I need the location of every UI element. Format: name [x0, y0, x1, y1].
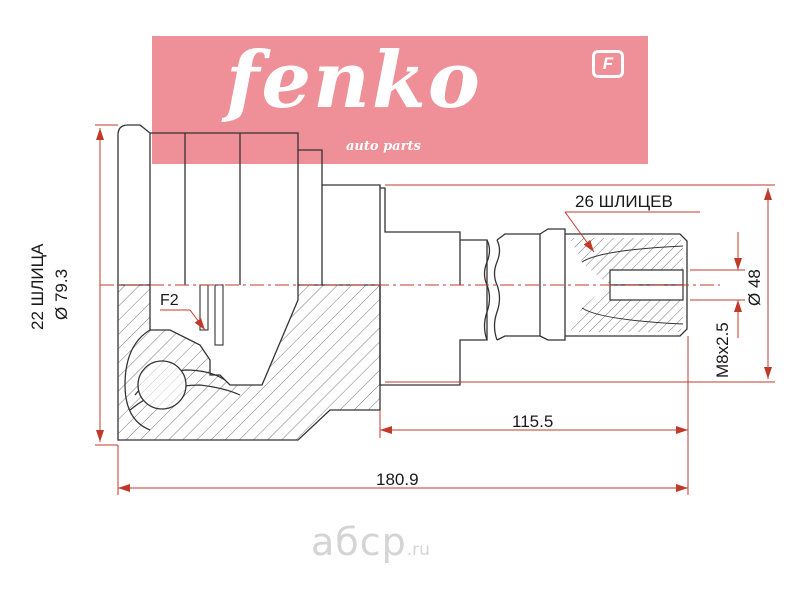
logo-brand-text: fenko	[226, 35, 482, 126]
site-watermark-tld: .ru	[406, 540, 430, 560]
shaft-diameter-label: Ø 48	[745, 269, 764, 306]
site-watermark: aбсp.ru	[311, 520, 430, 564]
thread-bore-upper	[609, 269, 684, 286]
housing-outline-upper	[117, 124, 688, 286]
outer-splines-label: 26 ШЛИЦЕВ	[575, 192, 673, 211]
thread-label: M8x2.5	[713, 322, 732, 378]
dimension-lines	[95, 124, 775, 495]
site-watermark-name: aбсp	[311, 520, 407, 564]
inner-splines-label: 22 ШЛИЦА	[28, 243, 47, 330]
overall-length-label: 180.9	[376, 470, 419, 489]
clearance-note-label: F2	[160, 292, 179, 309]
logo-tagline: auto parts	[346, 139, 421, 154]
logo-badge: F	[592, 50, 624, 78]
logo-banner	[152, 36, 648, 164]
housing-section-lower	[117, 284, 688, 441]
bell-diameter-label: Ø 79.3	[52, 268, 71, 320]
shaft-length-label: 115.5	[512, 412, 554, 431]
